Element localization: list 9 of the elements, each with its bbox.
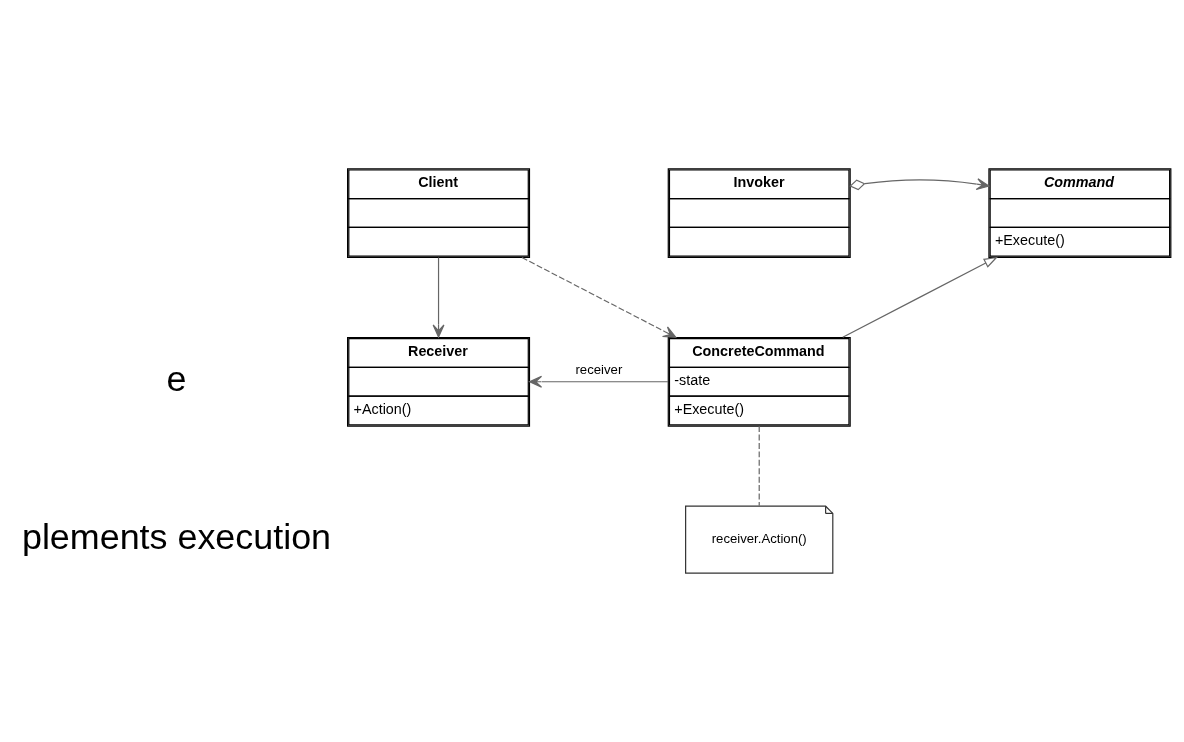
edge-label: receiver — [575, 362, 623, 378]
arrow — [842, 256, 999, 338]
arrow — [849, 178, 990, 191]
arrow — [521, 256, 677, 338]
label: plements execution — [21, 516, 332, 557]
connector — [758, 425, 760, 507]
arrow — [432, 256, 445, 338]
label: e — [166, 358, 187, 399]
arrow — [529, 375, 669, 388]
